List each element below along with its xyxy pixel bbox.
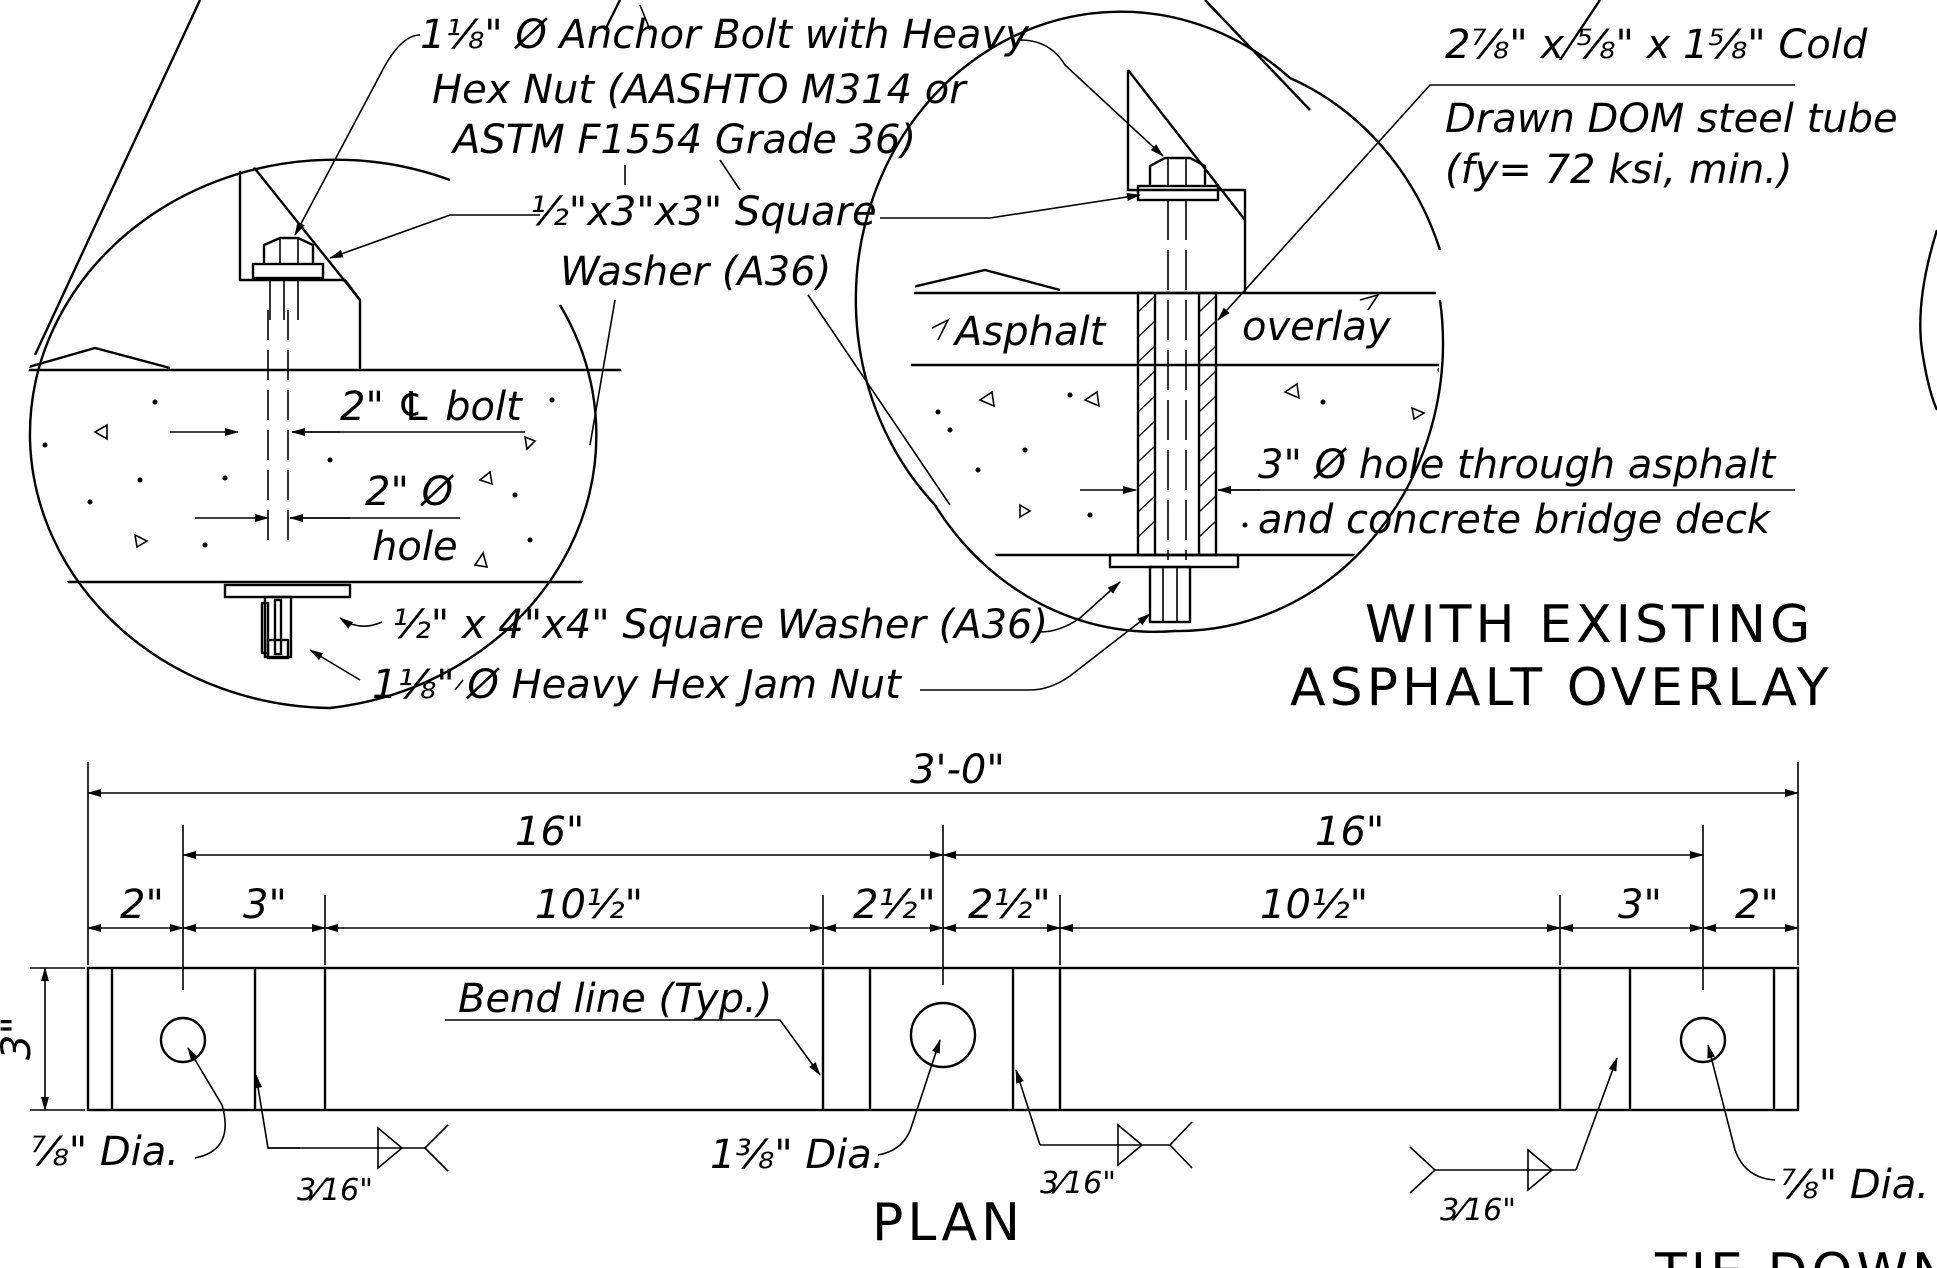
concrete-aggregate — [42, 397, 555, 568]
deck-aggregate — [935, 367, 1440, 528]
partial-detail-circle — [1919, 229, 1937, 411]
tube-note-line3: (fy= 72 ksi, min.) — [1445, 147, 1793, 193]
left-spacing-dim: 16" — [515, 809, 584, 855]
top-washer-note-line2: Washer (A36) — [560, 249, 831, 295]
height-dim: 3" — [0, 1016, 40, 1060]
bolt-spacing-dim: 2" ℄ bolt — [340, 384, 523, 430]
dim-2: 3" — [243, 882, 287, 928]
weld-size-right: 3⁄16" — [1440, 1193, 1516, 1228]
jam-nut-note: 1⅛" Ø Heavy Hex Jam Nut — [372, 662, 902, 708]
dim-5: 2½" — [968, 882, 1051, 928]
center-bolt-hole — [909, 1001, 977, 1069]
detail-right — [807, 0, 1795, 691]
asphalt-label: Asphalt — [952, 309, 1107, 355]
dim-3: 10½" — [535, 882, 643, 928]
right-hole-note: ⅞" Dia. — [1780, 1162, 1929, 1208]
right-bolt-hole — [1679, 1016, 1727, 1064]
bend-line-note: Bend line (Typ.) — [458, 976, 772, 1022]
left-hole-note: ⅞" Dia. — [30, 1129, 179, 1175]
dim-4: 2½" — [853, 882, 936, 928]
dim-8: 2" — [1735, 882, 1779, 928]
left-bolt-hole — [159, 1016, 207, 1064]
right-spacing-dim: 16" — [1315, 809, 1384, 855]
detail-title-line1: WITH EXISTING — [1365, 595, 1814, 655]
anchor-bolt-note-line1: 1⅛" Ø Anchor Bolt with Heavy — [420, 12, 1030, 58]
weld-symbol-center — [1015, 1069, 1193, 1169]
dim-7: 3" — [1618, 882, 1662, 928]
bottom-washer-note: ½" x 4"x4" Square Washer (A36) — [392, 602, 1048, 648]
weld-size-center: 3⁄16" — [1040, 1166, 1116, 1201]
tube-note-line2: Drawn DOM steel tube — [1445, 96, 1898, 142]
deck-hole-note-line1: 3" Ø hole through asphalt — [1258, 442, 1777, 488]
overlay-label: overlay — [1242, 304, 1392, 350]
tube-note-line1: 2⅞" x ⅝" x 1⅝" Cold — [1445, 22, 1868, 68]
deck-hole-note-line2: and concrete bridge deck — [1258, 497, 1772, 543]
partial-title: TIE DOWN — [1654, 1243, 1937, 1268]
detail-left — [20, 0, 741, 710]
plan-view — [30, 762, 1800, 1194]
dim-1: 2" — [120, 882, 164, 928]
detail-title-line2: ASPHALT OVERLAY — [1290, 658, 1833, 718]
tube-hatch — [1137, 295, 1217, 538]
hole-dim-line1: 2" Ø — [365, 469, 455, 515]
dim-6: 10½" — [1260, 882, 1368, 928]
plan-title: PLAN — [872, 1193, 1024, 1253]
weld-symbol-left — [254, 1074, 449, 1172]
anchor-bolt-note-line3: ASTM F1554 Grade 36) — [450, 117, 916, 163]
overall-length-dim: 3'-0" — [910, 747, 1005, 793]
weld-size-left: 3⁄16" — [297, 1173, 373, 1208]
top-washer-note-line1: ½"x3"x3" Square — [530, 189, 877, 235]
hole-dim-line2: hole — [372, 524, 458, 570]
center-hole-note: 1⅜" Dia. — [710, 1132, 884, 1178]
weld-symbol-right — [1409, 1057, 1618, 1194]
anchor-bolt-note-line2: Hex Nut (AASHTO M314 or — [432, 67, 968, 113]
